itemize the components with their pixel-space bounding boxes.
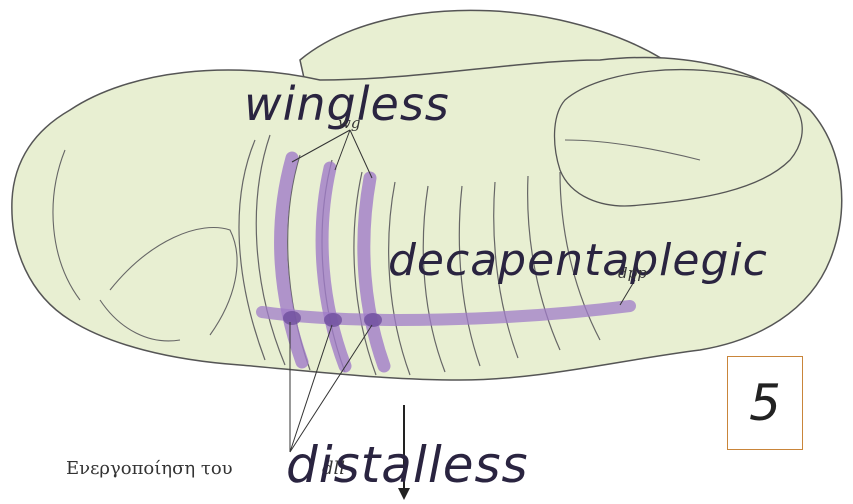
dll-spot-3 (364, 313, 382, 327)
page-number-box: 5 (727, 356, 803, 450)
wg-label: wg (338, 114, 360, 132)
dpp-label: dpp (618, 264, 647, 282)
distalless-label: distalless (286, 436, 529, 494)
decapentaplegic-label: decapentaplegic (388, 235, 768, 286)
page-number: 5 (749, 374, 781, 432)
dll-spot-1 (283, 311, 301, 325)
dll-spot-2 (324, 313, 342, 327)
greek-caption: Ενεργοποίηση του (66, 458, 233, 479)
